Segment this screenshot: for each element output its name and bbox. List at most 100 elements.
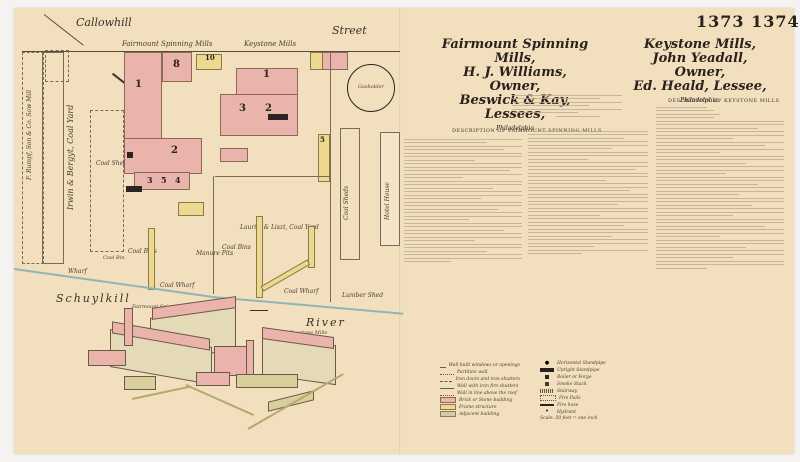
label-coal-yard-mid: Lauritz & Liszt, Coal Yard: [240, 224, 319, 231]
coal-shed-outline: [90, 110, 124, 252]
page-numbers: 1373 1374: [696, 12, 800, 31]
lot-left-strip: [22, 52, 44, 264]
legend-item: Wall in line above the roof: [440, 390, 520, 396]
building-number: 4: [175, 175, 181, 185]
legend-item: Wall built windows or openings: [440, 362, 520, 368]
label-coal-bin-small: Coal Bin: [103, 255, 125, 261]
frame-shed-small: [178, 202, 204, 216]
label-coal-bins-left: Coal Bins: [128, 248, 157, 255]
label-coal-shed: Coal Shed: [96, 160, 127, 167]
building-number: 2: [171, 145, 178, 156]
title-keystone-line2: John Yeadall, Owner,: [652, 51, 748, 80]
title-fairmount-city: Philadelphia: [496, 125, 534, 132]
legend-item: Smoke Stack: [540, 381, 620, 387]
lot-line: [330, 52, 331, 302]
page-fold: [399, 8, 401, 454]
hotel-house-outline: [380, 132, 400, 246]
label-hotel-house: Hotel House: [384, 182, 391, 220]
legend-item: Boiler or Forge: [540, 374, 620, 380]
desc-column-3: [656, 104, 784, 271]
legend-symbols: ●Horizontal Standpipe Upright Standpipe …: [540, 360, 620, 421]
building-keystone-small: [220, 148, 248, 162]
building-fairmount-8: 8: [162, 52, 192, 82]
building-top-right: [322, 52, 348, 70]
title-fairmount-line2: H. J. Williams, Owner,: [463, 65, 567, 94]
lot-line: [215, 176, 330, 177]
title-fairmount-line1: Fairmount Spinning Mills,: [441, 37, 589, 66]
label-lumber-shed: Lumber Shed: [342, 292, 384, 299]
fire-hose-icon: [540, 404, 554, 406]
legend-swatch-adjacent: [440, 411, 456, 417]
legend-item: Adjacent building: [440, 411, 520, 417]
river-label-schuylkill: Schuylkill: [56, 292, 131, 305]
coal-trestle-right: [308, 226, 315, 268]
stairway-icon: [540, 389, 554, 393]
building-fairmount-2: 2: [124, 138, 202, 174]
desc-column-1: [404, 136, 522, 265]
building-number: 5: [320, 135, 325, 144]
fire-pails-icon: [540, 395, 556, 401]
scale-note: Scale: 50 feet = one inch: [540, 416, 598, 421]
label-coal-yard-left: Irwin & Bergyt, Coal Yard: [66, 104, 75, 210]
legend-item: Iron doors and iron shutters: [440, 376, 520, 382]
hydrant-icon: •: [545, 408, 549, 415]
legend-swatch: [440, 384, 454, 389]
building-number: 10: [205, 53, 215, 62]
legend-item: Brick or Stone building: [440, 397, 520, 403]
building-number: 5: [161, 175, 167, 185]
boiler-icon: [540, 375, 554, 379]
label-wharf: Wharf: [68, 268, 87, 275]
legend-item: ●Horizontal Standpipe: [540, 360, 620, 366]
chimney-fairmount: [124, 308, 133, 346]
legend-item: Wall with iron fire shutters: [440, 383, 520, 389]
title-fairmount-line3: Beswick & Kay, Lessees,: [459, 93, 571, 122]
lot-line: [213, 176, 214, 294]
desc-heading-fairmount: DESCRIPTION OF FAIRMOUNT SPINNING MILLS: [452, 128, 602, 134]
low-shed-row: [236, 374, 298, 388]
property-line-callowhill: [22, 51, 400, 52]
legend-swatch-frame: [440, 404, 456, 410]
intro-text-block: [512, 92, 622, 119]
lot-left-strip-2: [42, 52, 64, 264]
label-saw-mill: F. Rumpf, Son & Co. Saw Mill: [26, 89, 33, 180]
legend-item: •Hydrant: [540, 409, 620, 415]
street-label-callowhill: Callowhill: [76, 16, 132, 29]
river-label-river: River: [306, 316, 346, 329]
flow-arrow-icon: [250, 310, 268, 311]
label-coal-wharf-left: Coal Wharf: [160, 282, 195, 289]
boiler-keystone-dark: [268, 114, 288, 120]
frame-building-keystone-5: 5: [318, 134, 330, 182]
coal-sheds-right-outline: [340, 128, 360, 260]
boiler-house-dark: [126, 186, 142, 192]
desc-heading-keystone: DESCRIPTION OF KEYSTONE MILLS: [668, 98, 780, 104]
legend-swatch: [440, 391, 454, 396]
legend-item: Fire hose: [540, 402, 620, 408]
building-keystone-1: 1: [236, 68, 298, 96]
label-gasholder: Gasholder: [358, 84, 384, 90]
legend-item: Upright Standpipe: [540, 367, 620, 373]
title-keystone-line3: Ed. Heald, Lessee,: [633, 79, 767, 94]
map-label-fairmount: Fairmount Spinning Mills: [122, 40, 213, 48]
title-keystone-line1: Keystone Mills,: [643, 37, 757, 52]
label-coal-wharf-mid: Coal Wharf: [284, 288, 319, 295]
building-number: 1: [263, 69, 270, 80]
legend-swatch-brick: [440, 397, 456, 403]
title-keystone: Keystone Mills, John Yeadall, Owner, Ed.…: [625, 38, 775, 108]
smoke-stack-icon: [127, 152, 133, 158]
frame-building-10: 10: [196, 53, 222, 70]
building-fairmount-3-4-5: 3 5 4: [134, 172, 190, 190]
low-shed-pink: [196, 372, 230, 386]
street-label-street: Street: [332, 24, 367, 37]
title-keystone-city: Philadelphia.: [680, 97, 720, 104]
coal-trestle-mid: [256, 216, 263, 298]
title-fairmount: Fairmount Spinning Mills, H. J. Williams…: [440, 38, 590, 136]
legend-swatch: [440, 370, 454, 375]
gasholder-circle: [347, 64, 395, 112]
chimney-keystone: [246, 340, 254, 376]
standpipe-horizontal-icon: ●: [544, 360, 550, 366]
building-number: 3: [147, 175, 153, 185]
building-number: 2: [265, 103, 272, 114]
standpipe-upright-icon: [540, 368, 554, 372]
legend-item: Frame structure: [440, 404, 520, 410]
legend-item: Stairway: [540, 388, 620, 394]
